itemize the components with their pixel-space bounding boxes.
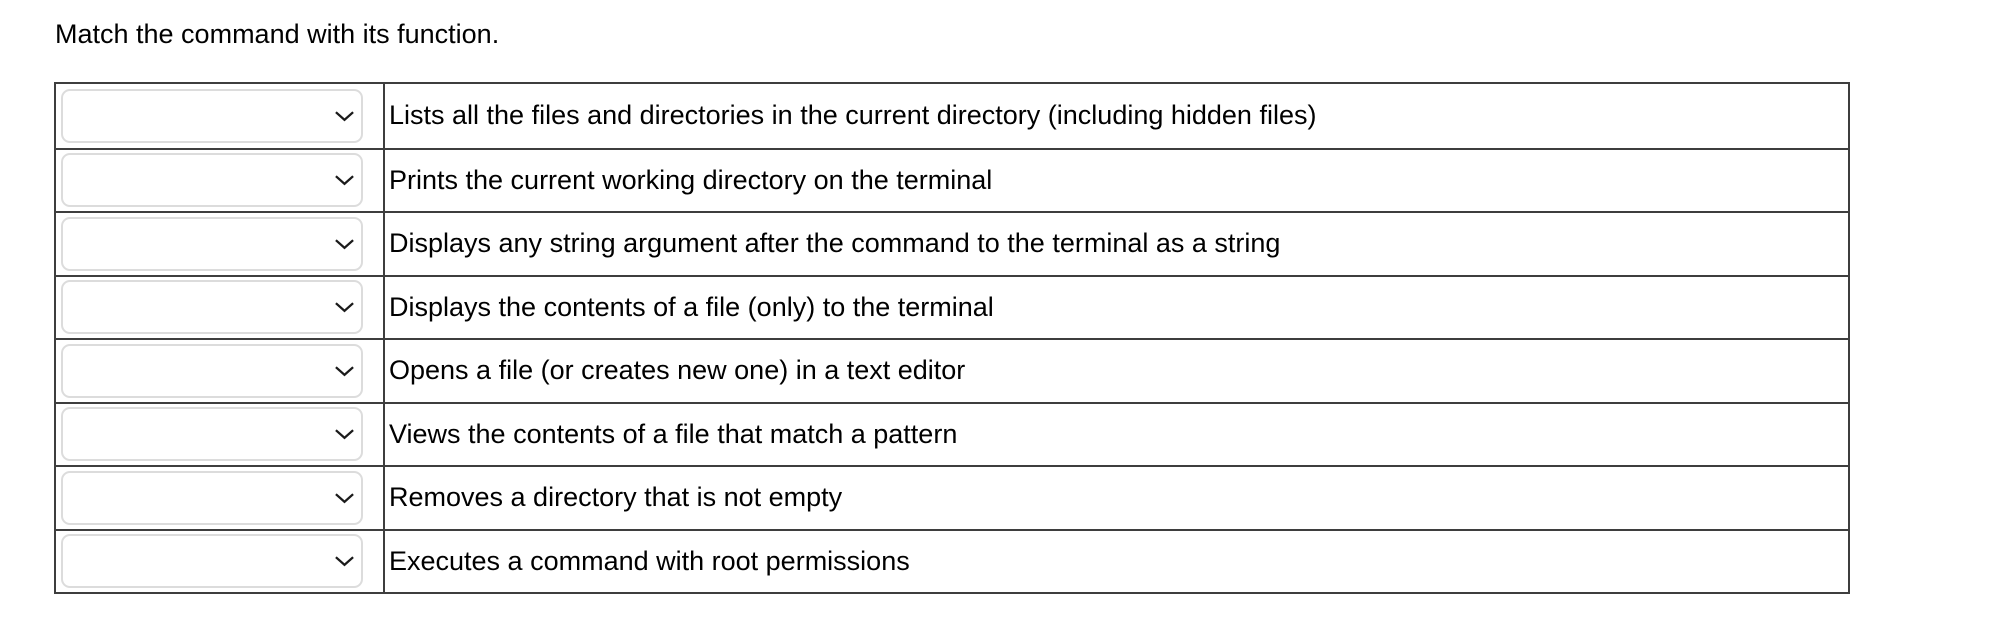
function-description: Displays any string argument after the c… bbox=[389, 228, 1281, 259]
table-row: Displays any string argument after the c… bbox=[56, 211, 1848, 275]
dropdown-cell bbox=[56, 149, 385, 211]
answer-dropdown[interactable] bbox=[61, 216, 363, 271]
dropdown-cell bbox=[56, 213, 385, 275]
description-cell: Displays the contents of a file (only) t… bbox=[385, 277, 1848, 339]
table-row: Removes a directory that is not empty bbox=[56, 465, 1848, 529]
description-cell: Opens a file (or creates new one) in a t… bbox=[385, 340, 1848, 402]
table-row: Views the contents of a file that match … bbox=[56, 401, 1848, 466]
answer-dropdown[interactable] bbox=[61, 153, 363, 208]
table-row: Lists all the files and directories in t… bbox=[56, 84, 1848, 148]
question-prompt: Match the command with its function. bbox=[55, 19, 500, 49]
answer-select-wrapper bbox=[61, 534, 363, 589]
answer-dropdown[interactable] bbox=[61, 534, 363, 589]
dropdown-cell bbox=[56, 467, 385, 529]
function-description: Views the contents of a file that match … bbox=[389, 418, 958, 449]
description-cell: Displays any string argument after the c… bbox=[385, 213, 1848, 275]
answer-dropdown[interactable] bbox=[61, 88, 363, 143]
description-cell: Removes a directory that is not empty bbox=[385, 467, 1848, 529]
description-cell: Prints the current working directory on … bbox=[385, 150, 1848, 212]
description-cell: Lists all the files and directories in t… bbox=[385, 84, 1848, 148]
answer-select-wrapper bbox=[61, 88, 363, 143]
answer-select-wrapper bbox=[61, 216, 363, 271]
dropdown-cell bbox=[56, 340, 385, 402]
function-description: Displays the contents of a file (only) t… bbox=[389, 291, 994, 322]
description-cell: Executes a command with root permissions bbox=[385, 531, 1848, 593]
table-row: Displays the contents of a file (only) t… bbox=[56, 274, 1848, 339]
dropdown-cell bbox=[56, 403, 385, 465]
answer-select-wrapper bbox=[61, 280, 363, 335]
answer-dropdown[interactable] bbox=[61, 343, 363, 398]
table-row: Prints the current working directory on … bbox=[56, 147, 1848, 212]
answer-select-wrapper bbox=[61, 153, 363, 208]
answer-select-wrapper bbox=[61, 343, 363, 398]
function-description: Lists all the files and directories in t… bbox=[389, 100, 1317, 131]
matching-table: Lists all the files and directories in t… bbox=[54, 82, 1850, 594]
table-row: Executes a command with root permissions bbox=[56, 528, 1848, 593]
function-description: Removes a directory that is not empty bbox=[389, 482, 843, 513]
answer-select-wrapper bbox=[61, 407, 363, 462]
dropdown-cell bbox=[56, 530, 385, 592]
answer-dropdown[interactable] bbox=[61, 470, 363, 525]
dropdown-cell bbox=[56, 84, 385, 148]
function-description: Executes a command with root permissions bbox=[389, 545, 910, 576]
answer-select-wrapper bbox=[61, 470, 363, 525]
dropdown-cell bbox=[56, 276, 385, 338]
table-row: Opens a file (or creates new one) in a t… bbox=[56, 338, 1848, 402]
answer-dropdown[interactable] bbox=[61, 280, 363, 335]
function-description: Opens a file (or creates new one) in a t… bbox=[389, 355, 966, 386]
answer-dropdown[interactable] bbox=[61, 407, 363, 462]
description-cell: Views the contents of a file that match … bbox=[385, 404, 1848, 466]
function-description: Prints the current working directory on … bbox=[389, 164, 993, 195]
